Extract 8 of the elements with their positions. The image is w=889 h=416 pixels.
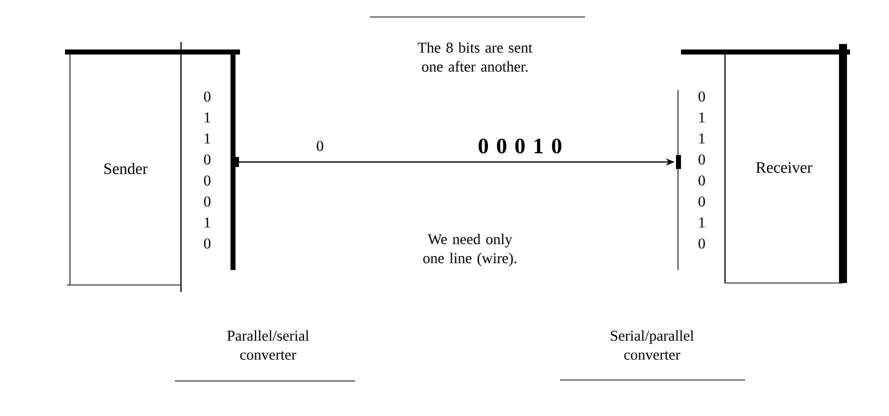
note-text: We need only one line (wire). [423, 234, 516, 266]
block-box: Sender [66, 52, 182, 286]
bit-sequence: 0 0 0 1 0 [478, 138, 562, 154]
note-text: The 8 bits are sent one after another. [418, 42, 532, 72]
bit-label: 0 [316, 140, 324, 152]
converter-caption: Parallel/serial converter [227, 330, 309, 360]
block-box: Receiver [724, 44, 847, 284]
converter-caption: Serial/parallel converter [610, 330, 694, 360]
